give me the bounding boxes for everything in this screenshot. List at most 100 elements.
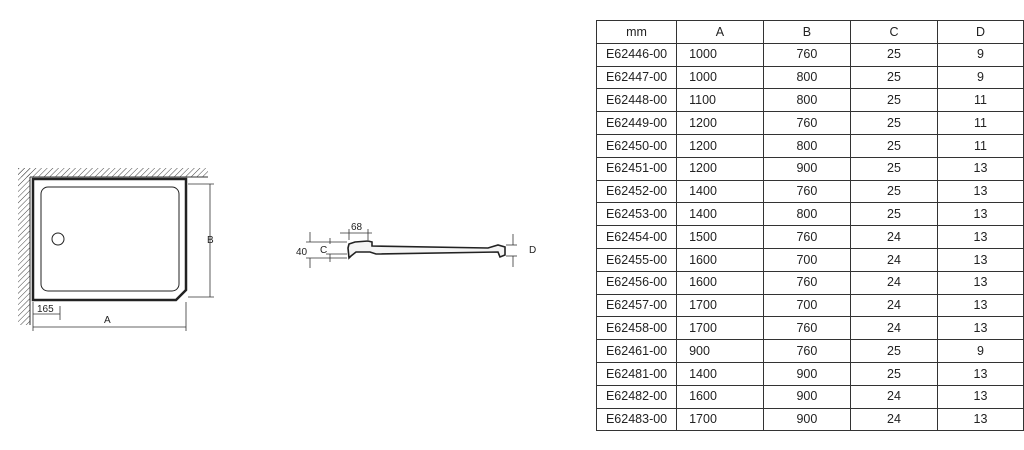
cell-a: 1200 [676,156,764,181]
cell-a: 1400 [676,179,764,204]
wall-hatch-top [18,168,208,177]
cell-c: 25 [849,179,938,204]
cell-a: 1600 [676,247,764,272]
cell-b: 900 [762,384,851,409]
cell-d: 13 [936,384,1024,409]
cell-b: 800 [762,88,851,113]
cell-c: 24 [849,384,938,409]
cell-a: 1700 [676,407,764,432]
cell-b: 900 [762,361,851,386]
cell-c: 25 [849,339,938,363]
cell-c: 25 [849,88,938,113]
dim-165-label: 165 [37,304,54,315]
cell-a: 1700 [676,316,764,341]
cell-d: 9 [936,339,1024,363]
header-b: B [762,20,851,44]
plan-view: B A 165 [18,168,214,331]
cell-model: E62446-00 [595,42,678,67]
cell-model: E62481-00 [595,361,678,386]
dim-d-label: D [529,245,536,256]
cell-d: 13 [936,361,1024,386]
cell-model: E62450-00 [595,133,678,158]
cell-a: 1400 [676,202,764,227]
cell-d: 13 [936,270,1024,295]
tray-outline [31,177,188,302]
cell-b: 700 [762,247,851,272]
cell-c: 25 [849,202,938,227]
header-c: C [849,20,938,44]
cell-a: 1100 [676,88,764,113]
cell-d: 11 [936,133,1024,158]
cell-b: 760 [762,270,851,295]
cell-model: E62456-00 [595,270,678,295]
cell-b: 900 [762,156,851,181]
cell-b: 800 [762,202,851,227]
cell-b: 760 [762,111,851,135]
cell-d: 13 [936,225,1024,249]
cell-d: 13 [936,247,1024,272]
header-mm: mm [595,20,678,44]
dim-b-label: B [207,235,214,246]
cell-a: 1000 [676,65,764,90]
cell-b: 760 [762,339,851,363]
cell-d: 9 [936,65,1024,90]
cell-c: 25 [849,156,938,181]
cell-a: 1200 [676,111,764,135]
cell-d: 13 [936,407,1024,432]
cell-c: 25 [849,133,938,158]
cell-a: 1500 [676,225,764,249]
cell-a: 1200 [676,133,764,158]
dim-c-label: C [320,245,327,256]
dim-68-label: 68 [351,222,363,233]
cell-b: 900 [762,407,851,432]
cell-model: E62452-00 [595,179,678,204]
cell-model: E62453-00 [595,202,678,227]
tray-inner-basin [40,186,180,292]
cell-c: 25 [849,111,938,135]
cell-d: 11 [936,111,1024,135]
table-header-row: mm A B C D [595,20,1024,44]
cell-model: E62461-00 [595,339,678,363]
cell-a: 1000 [676,42,764,67]
cell-model: E62447-00 [595,65,678,90]
cell-c: 25 [849,361,938,386]
cell-d: 13 [936,202,1024,227]
cell-a: 900 [676,339,764,363]
cell-c: 24 [849,293,938,318]
cell-a: 1600 [676,270,764,295]
cell-a: 1600 [676,384,764,409]
tray-profile [347,240,506,260]
cell-b: 760 [762,179,851,204]
cell-model: E62448-00 [595,88,678,113]
cell-a: 1700 [676,293,764,318]
cell-b: 760 [762,225,851,249]
cell-d: 13 [936,179,1024,204]
cell-c: 24 [849,316,938,341]
header-a: A [676,20,764,44]
cell-c: 25 [849,42,938,67]
cell-b: 760 [762,316,851,341]
cell-model: E62483-00 [595,407,678,432]
cell-b: 700 [762,293,851,318]
wall-hatch-left [18,168,30,325]
cell-model: E62457-00 [595,293,678,318]
cell-b: 800 [762,133,851,158]
cell-model: E62451-00 [595,156,678,181]
cell-c: 24 [849,407,938,432]
cell-c: 24 [849,270,938,295]
